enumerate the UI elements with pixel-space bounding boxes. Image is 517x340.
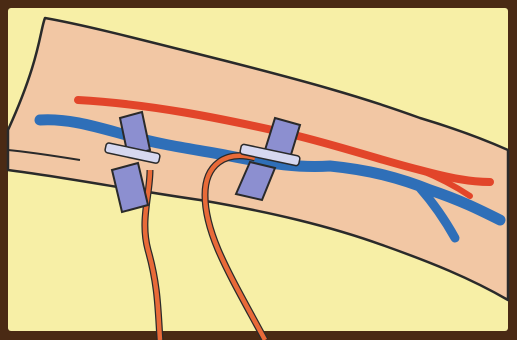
arm-illustration bbox=[0, 0, 517, 340]
illustration-frame bbox=[0, 0, 517, 340]
